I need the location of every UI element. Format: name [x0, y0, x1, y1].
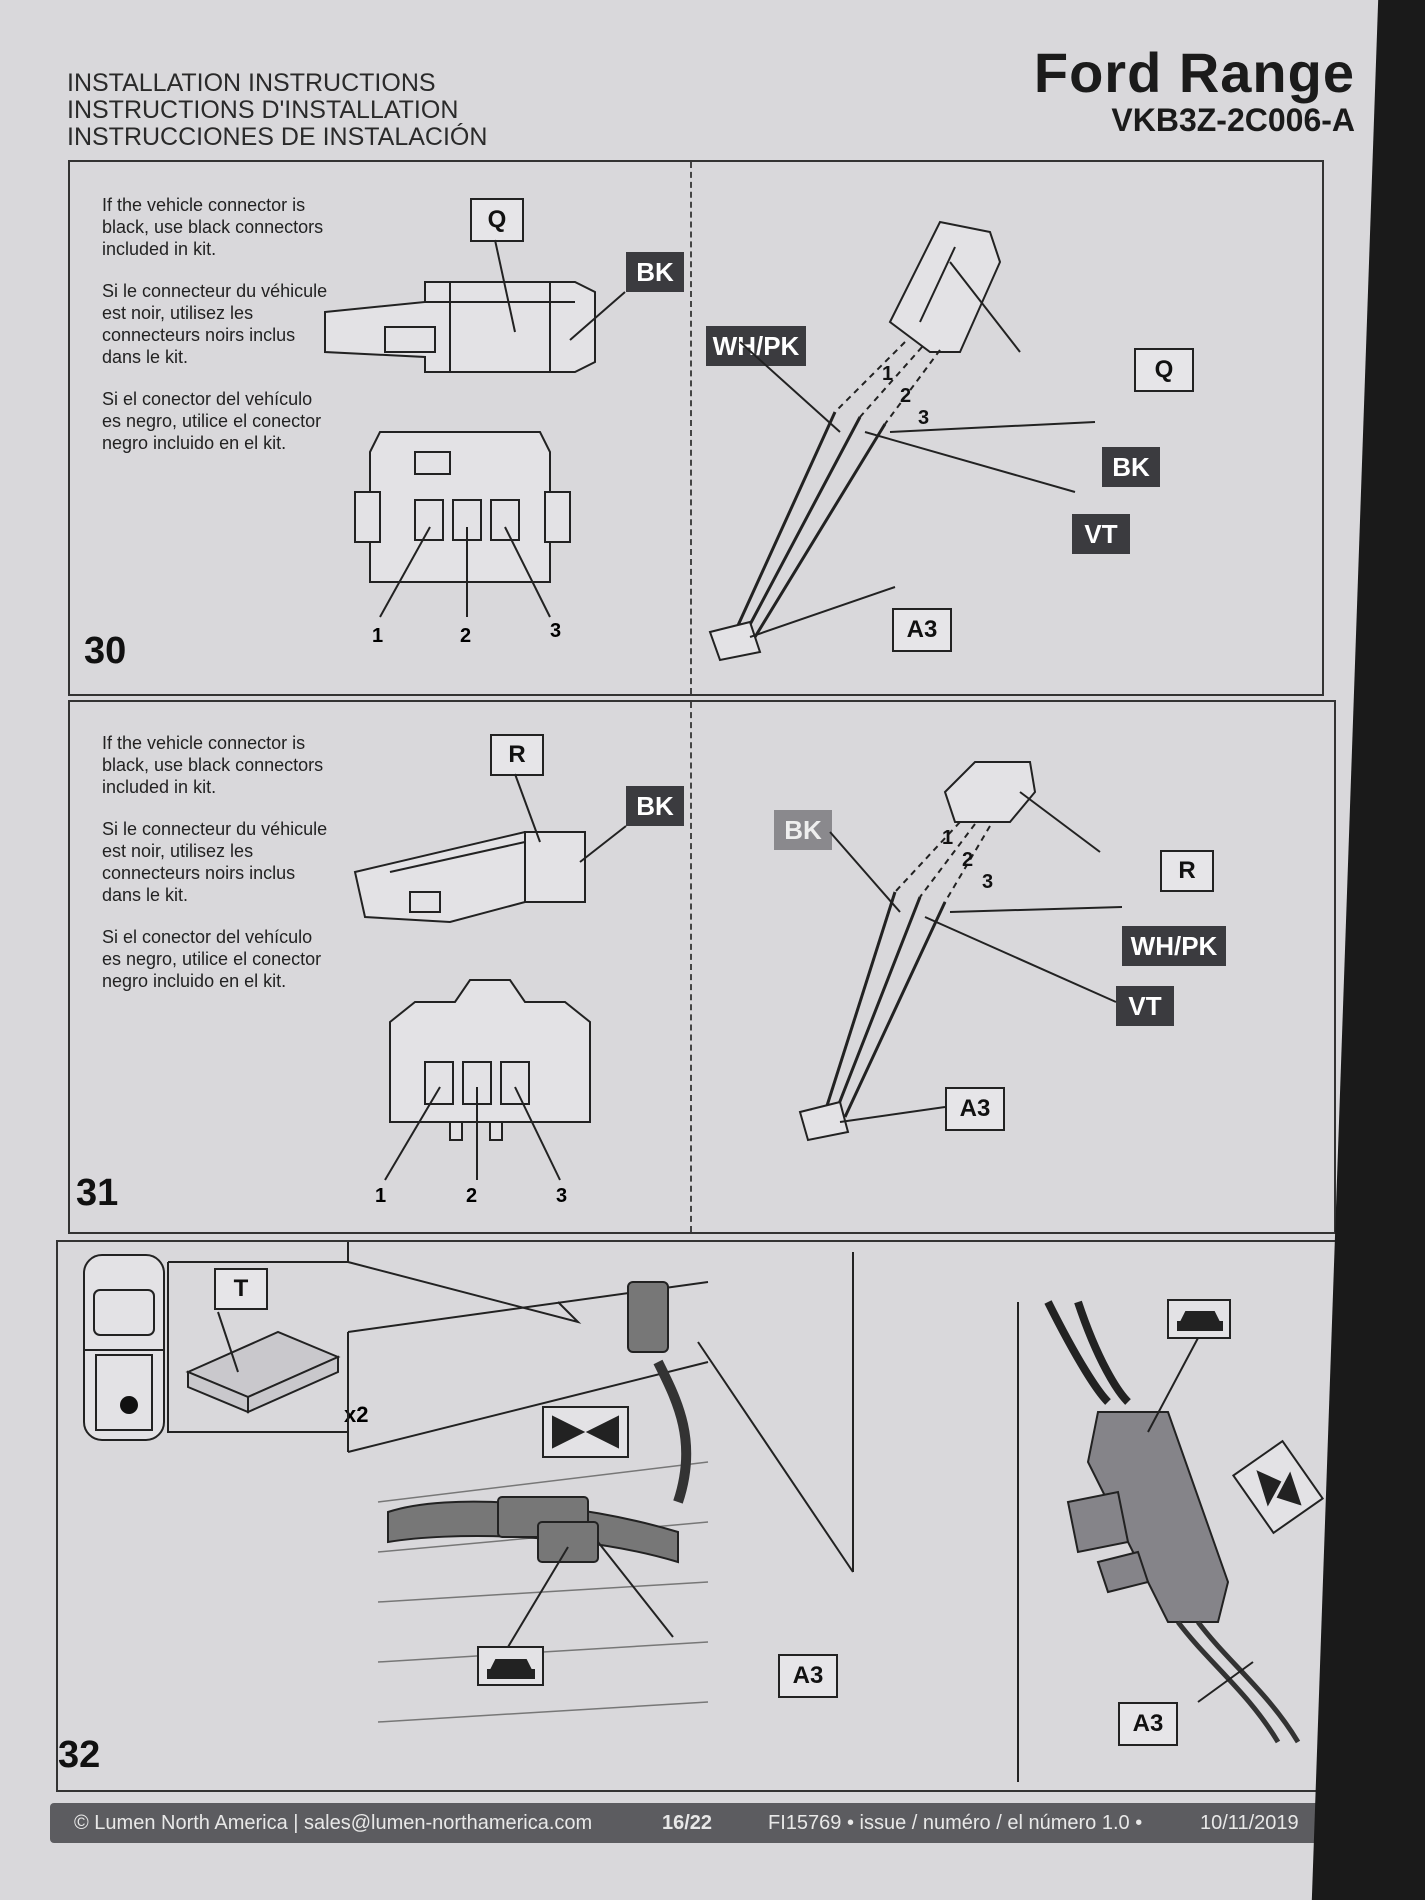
car-icon: [1167, 1299, 1231, 1339]
label-a3: A3: [945, 1087, 1005, 1131]
footer-issue: FI15769 • issue / numéro / el número 1.0…: [768, 1811, 1143, 1834]
pin-3: 3: [550, 620, 562, 642]
text-en: If the vehicle connector is black, use b…: [102, 195, 324, 259]
part-code: VKB3Z-2C006-A: [1111, 102, 1355, 138]
label-q-right: Q: [1134, 348, 1194, 392]
footer-page: 16/22: [662, 1811, 713, 1834]
step-number: 31: [76, 1172, 119, 1214]
label-a3-right: A3: [1118, 1702, 1178, 1746]
label-r: R: [490, 734, 544, 776]
wiring-drawing: 1 2 3: [708, 220, 1096, 662]
text-fr: Si le connecteur du véhicule est noir, u…: [102, 819, 328, 905]
location-dot: [120, 1396, 138, 1414]
step-31-panel: If the vehicle connector is black, use b…: [68, 700, 1336, 1234]
connector-side-and-front-drawing: [324, 239, 626, 618]
pin-2: 2: [460, 625, 472, 647]
header-line-fr: INSTRUCTIONS D'INSTALLATION: [67, 96, 459, 124]
label-q: Q: [470, 198, 524, 242]
pin-1: 1: [375, 1185, 387, 1207]
installation-drawing: [167, 1242, 854, 1723]
label-bk-right: BK: [1102, 447, 1160, 487]
press-together-icon: [542, 1406, 629, 1458]
header-line-en: INSTALLATION INSTRUCTIONS: [67, 69, 436, 97]
wire-pin-2: 2: [962, 849, 973, 871]
wiring-drawing: 1 2 3: [798, 761, 1123, 1142]
text-en: If the vehicle connector is black, use b…: [102, 733, 324, 797]
wire-pin-1: 1: [942, 827, 953, 849]
label-wh-pk: WH/PK: [1122, 926, 1226, 966]
car-icon: [477, 1646, 544, 1686]
wire-pin-3: 3: [982, 871, 993, 893]
step-31-text: If the vehicle connector is black, use b…: [102, 732, 332, 1012]
connector-side-and-front-drawing: [353, 773, 627, 1181]
wire-pin-1: 1: [882, 363, 893, 385]
label-a3: A3: [778, 1654, 838, 1698]
pin-1: 1: [372, 625, 384, 647]
text-es: Si el conector del vehículo es negro, ut…: [102, 389, 322, 453]
pin-2: 2: [466, 1185, 478, 1207]
label-bk: BK: [626, 786, 684, 826]
page-footer: © Lumen North America | sales@lumen-nort…: [50, 1803, 1340, 1843]
vehicle-title: Ford Range: [1033, 41, 1355, 104]
text-fr: Si le connecteur du véhicule est noir, u…: [102, 281, 328, 367]
step-32-panel: 32 T x2: [56, 1240, 1342, 1792]
header-line-es: INSTRUCCIONES DE INSTALACIÓN: [67, 123, 488, 151]
label-r-right: R: [1160, 850, 1214, 892]
footer-copyright: © Lumen North America | sales@lumen-nort…: [74, 1811, 593, 1834]
pin-3: 3: [556, 1185, 568, 1207]
panel-divider: [690, 162, 692, 694]
step-number: 30: [84, 630, 127, 672]
wire-pin-3: 3: [918, 407, 929, 429]
wire-pin-2: 2: [900, 385, 911, 407]
label-bk: BK: [626, 252, 684, 292]
press-together-icon: [1231, 1439, 1325, 1535]
footer-date: 10/11/2019: [1200, 1811, 1299, 1834]
label-a3: A3: [892, 608, 952, 652]
connector-closeup-drawing: [1017, 1299, 1325, 1782]
text-es: Si el conector del vehículo es negro, ut…: [102, 927, 322, 991]
step-30-panel: If the vehicle connector is black, use b…: [68, 160, 1324, 696]
label-vt: VT: [1116, 986, 1174, 1026]
label-vt: VT: [1072, 514, 1130, 554]
label-t: T: [214, 1268, 268, 1310]
panel-divider: [690, 702, 692, 1232]
label-bk-right: BK: [774, 810, 832, 850]
vehicle-top-view-icon: [83, 1254, 165, 1441]
step-30-text: If the vehicle connector is black, use b…: [102, 194, 332, 474]
label-wh-pk: WH/PK: [706, 326, 806, 366]
header-title-lines: INSTALLATION INSTRUCTIONS INSTRUCTIONS D…: [67, 70, 487, 151]
step-number: 32: [58, 1734, 101, 1776]
